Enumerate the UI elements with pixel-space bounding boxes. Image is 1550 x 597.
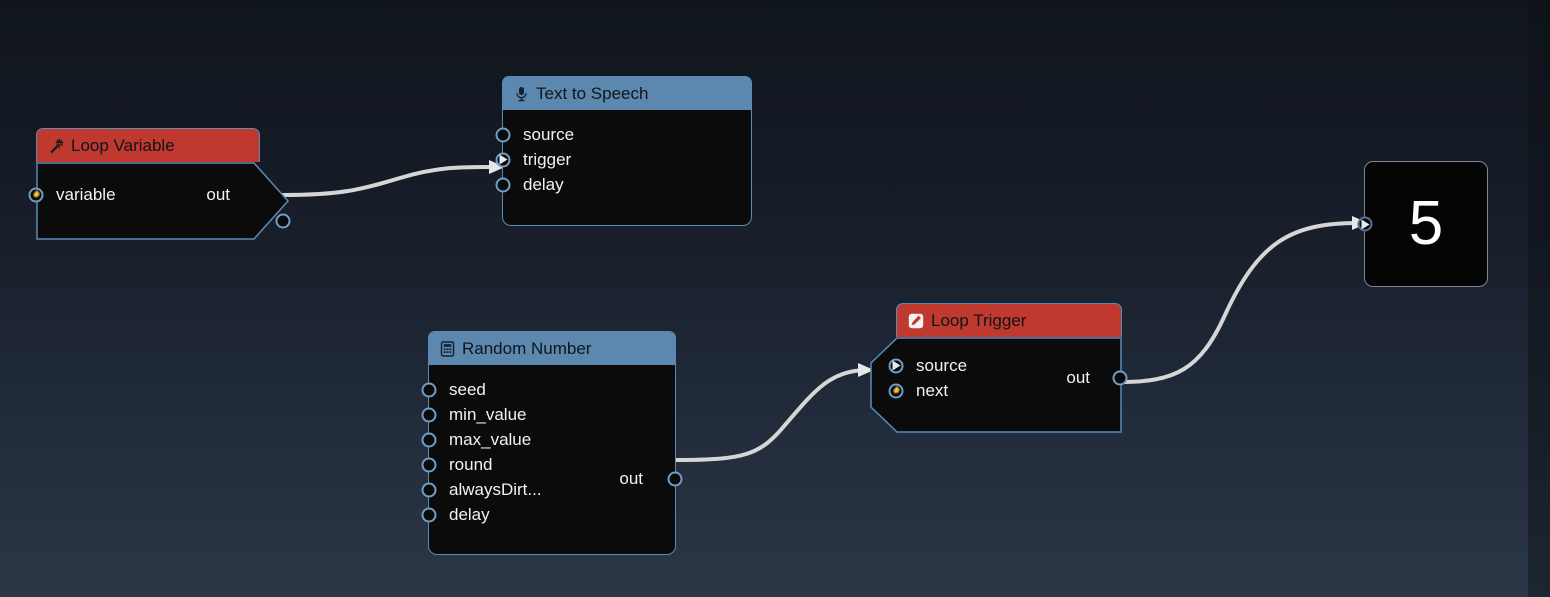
node-title-loop-variable: Loop Variable: [71, 135, 175, 155]
port-row-variable[interactable]: variable out: [28, 182, 291, 229]
port-label-round: round: [449, 454, 493, 474]
port-dot-min-value[interactable]: [421, 407, 437, 422]
drop-icon-variable[interactable]: [28, 187, 44, 202]
microphone-icon: [514, 86, 529, 102]
node-body-loop-variable: variable out: [28, 162, 291, 240]
connection-loop-variable-to-text-to-speech: [281, 164, 499, 197]
arrow-port-icon-number-display-in[interactable]: [1357, 216, 1373, 232]
port-row-seed[interactable]: seed: [421, 377, 675, 402]
arrow-port-icon-lt-source[interactable]: [888, 358, 904, 373]
port-dot-seed[interactable]: [421, 382, 437, 397]
port-label-tts-source: source: [523, 124, 575, 144]
node-header-loop-trigger[interactable]: Loop Trigger: [896, 303, 1122, 337]
calculator-icon: [440, 340, 455, 357]
port-label-tts-trigger: trigger: [523, 149, 572, 169]
node-title-random-number: Random Number: [462, 338, 592, 358]
port-row-delay[interactable]: delay: [495, 172, 751, 197]
port-label-random-number-out: out: [619, 468, 643, 488]
port-row-trigger[interactable]: trigger: [495, 147, 751, 172]
node-body-text-to-speech: source trigger delay: [495, 110, 752, 226]
node-title-text-to-speech: Text to Speech: [536, 83, 649, 103]
node-body-random-number: seed min_value max_value round out: [421, 365, 683, 555]
connection-random-number-to-loop-trigger: [674, 368, 868, 462]
port-label-tts-delay: delay: [523, 174, 564, 194]
port-label-loop-variable-out: out: [206, 184, 230, 204]
edit-square-icon: [908, 313, 924, 329]
port-row-always-dirty[interactable]: alwaysDirt...: [421, 477, 675, 502]
node-header-random-number[interactable]: Random Number: [428, 331, 676, 365]
port-label-always-dirty: alwaysDirt...: [449, 479, 542, 499]
port-dot-max-value[interactable]: [421, 432, 437, 447]
node-number-display[interactable]: 5: [1357, 161, 1488, 287]
node-header-text-to-speech[interactable]: Text to Speech: [502, 76, 752, 110]
node-body-loop-trigger: source out next: [870, 337, 1128, 433]
port-dot-rn-delay[interactable]: [421, 507, 437, 522]
port-label-lt-source: source: [916, 355, 968, 375]
node-random-number[interactable]: Random Number seed min_value max_value: [421, 331, 683, 555]
number-display-value: 5: [1408, 189, 1444, 258]
port-dot-tts-source[interactable]: [495, 127, 511, 142]
connection-loop-trigger-to-number-display: [1118, 221, 1360, 384]
port-row-round[interactable]: round out: [421, 452, 683, 488]
port-label-loop-trigger-out: out: [1066, 367, 1090, 387]
port-dot-random-number-out[interactable]: [667, 471, 683, 486]
port-dot-tts-delay[interactable]: [495, 177, 511, 192]
arrow-port-icon-tts-trigger[interactable]: [495, 152, 511, 167]
port-label-min-value: min_value: [449, 404, 527, 424]
drop-icon-next[interactable]: [888, 383, 904, 398]
node-loop-variable[interactable]: Loop Variable variable out: [28, 128, 291, 240]
node-loop-trigger[interactable]: Loop Trigger source out next: [870, 303, 1128, 433]
port-row-min-value[interactable]: min_value: [421, 402, 675, 427]
magic-wand-icon: [48, 138, 64, 154]
port-label-rn-delay: delay: [449, 504, 490, 524]
port-label-max-value: max_value: [449, 429, 532, 449]
port-label-next: next: [916, 380, 949, 400]
port-row-source[interactable]: source: [495, 122, 751, 147]
port-row-lt-source[interactable]: source out: [888, 353, 1128, 387]
port-dot-loop-trigger-out[interactable]: [1112, 370, 1128, 385]
port-row-max-value[interactable]: max_value: [421, 427, 675, 452]
node-shape-loop-variable: [36, 162, 290, 240]
port-row-next[interactable]: next: [888, 378, 1122, 403]
node-title-loop-trigger: Loop Trigger: [931, 310, 1027, 330]
node-text-to-speech[interactable]: Text to Speech source trigger delay: [495, 76, 752, 226]
port-label-seed: seed: [449, 379, 486, 399]
port-dot-round[interactable]: [421, 457, 437, 472]
port-label-variable: variable: [56, 184, 116, 204]
port-dot-loop-variable-out[interactable]: [275, 213, 291, 229]
node-header-loop-variable[interactable]: Loop Variable: [36, 128, 260, 162]
port-row-rn-delay[interactable]: delay: [421, 502, 675, 527]
port-dot-always-dirty[interactable]: [421, 482, 437, 497]
